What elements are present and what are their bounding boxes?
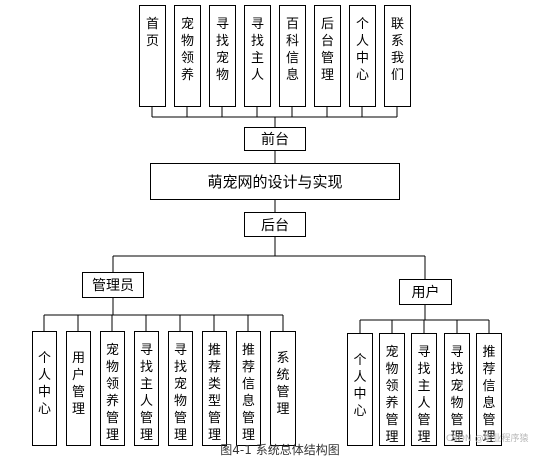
admin-module-recommend-type-management: 推荐类型管理 — [202, 331, 227, 446]
watermark-text: CSDN @毕业程序猿 — [446, 434, 529, 444]
backend-box: 后台 — [244, 212, 306, 237]
admin-module-recommend-info-management: 推荐信息管理 — [236, 331, 261, 446]
admin-module-personal-center: 个人中心 — [32, 331, 57, 446]
user-role-box: 用户 — [399, 279, 452, 305]
top-module-home: 首页 — [139, 5, 166, 107]
admin-module-find-pet-management: 寻找宠物管理 — [168, 331, 193, 446]
user-module-find-owner-management: 寻找主人管理 — [411, 333, 437, 446]
top-module-find-pet: 寻找宠物 — [209, 5, 236, 107]
figure-caption: 图4-1 系统总体结构图 — [220, 443, 340, 457]
top-module-find-owner: 寻找主人 — [244, 5, 271, 107]
admin-module-user-management: 用户管理 — [66, 331, 91, 446]
top-module-contact-us: 联系我们 — [384, 5, 411, 107]
user-module-recommend-info-management: 推荐信息管理 — [476, 333, 502, 446]
top-module-encyclopedia: 百科信息 — [279, 5, 306, 107]
connector-lines — [43, 107, 490, 333]
admin-role-box: 管理员 — [82, 272, 144, 298]
top-module-backend-admin: 后台管理 — [314, 5, 341, 107]
admin-module-system-management: 系统管理 — [270, 331, 296, 446]
user-module-pet-adoption-management: 宠物领养管理 — [379, 333, 405, 446]
system-title-box: 萌宠网的设计与实现 — [150, 163, 400, 200]
top-module-personal-center: 个人中心 — [349, 5, 376, 107]
top-module-pet-adoption: 宠物领养 — [174, 5, 201, 107]
user-module-find-pet-management: 寻找宠物管理 — [444, 333, 470, 446]
frontend-box: 前台 — [244, 127, 306, 151]
user-module-personal-center: 个人中心 — [347, 333, 373, 446]
admin-module-pet-adoption-management: 宠物领养管理 — [100, 331, 125, 446]
admin-module-find-owner-management: 寻找主人管理 — [134, 331, 159, 446]
